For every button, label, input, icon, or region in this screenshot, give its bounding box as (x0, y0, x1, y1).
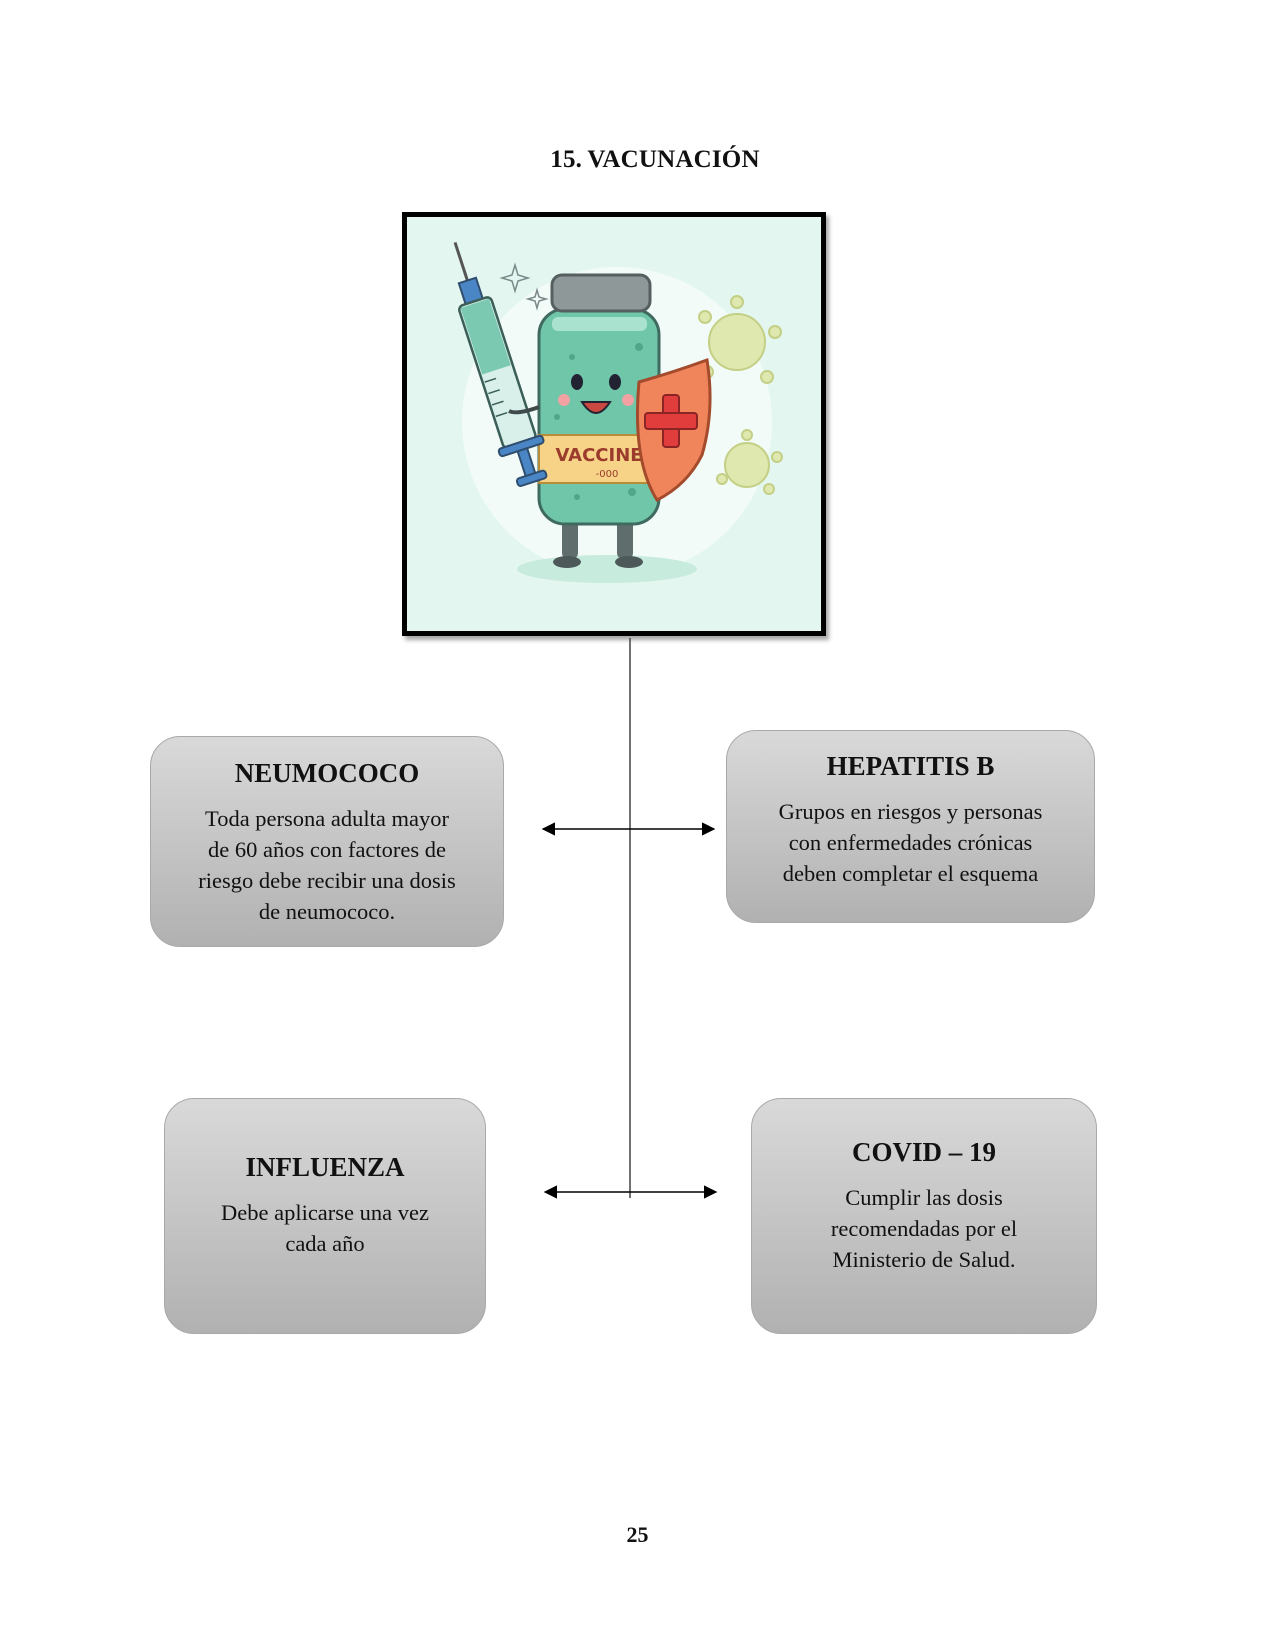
virus-icon (698, 295, 783, 495)
card-hepatitis-b: HEPATITIS B Grupos en riesgos y personas… (726, 730, 1095, 923)
card-text: Debe aplicarse una vez cada año (220, 1200, 429, 1256)
page-title: 15. VACUNACIÓN (550, 146, 760, 173)
card-neumococo: NEUMOCOCO Toda persona adulta mayor de 6… (150, 736, 504, 947)
vaccine-illustration: VACCINE -000 (402, 212, 826, 636)
vaccine-character-icon: VACCINE -000 (453, 241, 783, 583)
card-influenza: INFLUENZA Debe aplicarse una vez cada añ… (164, 1098, 486, 1334)
card-title: NEUMOCOCO (234, 758, 420, 788)
card-title: HEPATITIS B (826, 751, 995, 781)
svg-text:VACCINE: VACCINE (555, 445, 642, 466)
card-title: INFLUENZA (245, 1152, 405, 1182)
card-text: Toda persona adulta mayor de 60 años con… (198, 806, 456, 924)
card-title: COVID – 19 (851, 1137, 996, 1167)
card-text: Grupos en riesgos y personas con enferme… (778, 799, 1043, 886)
svg-text:-000: -000 (596, 469, 619, 480)
shield-cross-icon (636, 357, 712, 502)
page-number: 25 (626, 1522, 649, 1547)
card-covid-19: COVID – 19 Cumplir las dosis recomendada… (751, 1098, 1097, 1334)
card-text: Cumplir las dosis recomendadas por el Mi… (830, 1185, 1018, 1272)
